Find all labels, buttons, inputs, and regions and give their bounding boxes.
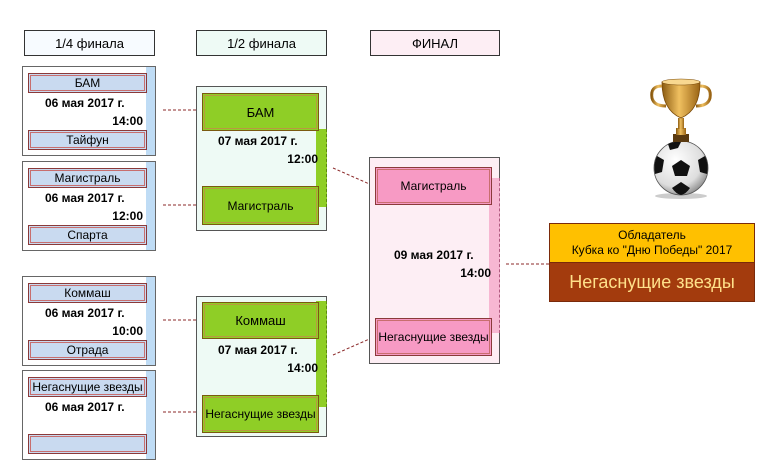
- quarterfinal-3-time: 10:00: [112, 324, 143, 338]
- semifinal-1-time: 12:00: [287, 152, 318, 166]
- quarterfinal-4-date: 06 мая 2017 г.: [45, 400, 125, 414]
- final-date: 09 мая 2017 г.: [394, 248, 474, 262]
- quarterfinal-strip: [146, 371, 155, 459]
- quarterfinal-match-1: БАМ 06 мая 2017 г. 14:00 Тайфун: [22, 66, 156, 156]
- header-final: ФИНАЛ: [370, 30, 500, 56]
- quarterfinal-match-2: Магистраль 06 мая 2017 г. 12:00 Спарта: [22, 161, 156, 251]
- final-strip: [489, 178, 500, 333]
- winner-caption-line2: Кубка ко "Дню Победы" 2017: [571, 243, 733, 257]
- semifinal-2-team-2[interactable]: Негаснущие звезды: [202, 395, 319, 433]
- header-semifinal: 1/2 финала: [196, 30, 327, 56]
- quarterfinal-2-date: 06 мая 2017 г.: [45, 191, 125, 205]
- semifinal-2-time: 14:00: [287, 361, 318, 375]
- quarterfinal-1-time: 14:00: [112, 114, 143, 128]
- final-match: Магистраль 09 мая 2017 г. 14:00 Негаснущ…: [369, 157, 500, 364]
- quarterfinal-2-team-1[interactable]: Магистраль: [28, 168, 147, 188]
- final-time: 14:00: [460, 266, 491, 280]
- winner-caption-line1: Обладатель: [618, 228, 686, 242]
- final-team-2[interactable]: Негаснущие звезды: [375, 318, 492, 356]
- semifinal-1-date: 07 мая 2017 г.: [218, 134, 298, 148]
- semifinal-strip: [316, 129, 327, 207]
- winner-team[interactable]: Негаснущие звезды: [550, 263, 754, 301]
- quarterfinal-3-team-2[interactable]: Отрада: [28, 340, 147, 360]
- trophy-soccer-ball-icon: [650, 78, 712, 199]
- winner-caption: Обладатель Кубка ко "Дню Победы" 2017: [550, 224, 754, 263]
- quarterfinal-strip: [146, 162, 155, 250]
- quarterfinal-3-team-1[interactable]: Коммаш: [28, 283, 147, 303]
- header-quarterfinal: 1/4 финала: [24, 30, 155, 56]
- winner-box: Обладатель Кубка ко "Дню Победы" 2017 Не…: [549, 223, 755, 302]
- semifinal-1-team-1[interactable]: БАМ: [202, 93, 319, 131]
- quarterfinal-match-3: Коммаш 06 мая 2017 г. 10:00 Отрада: [22, 276, 156, 366]
- quarterfinal-4-team-2[interactable]: [28, 434, 147, 454]
- quarterfinal-1-team-1[interactable]: БАМ: [28, 73, 147, 93]
- quarterfinal-3-date: 06 мая 2017 г.: [45, 306, 125, 320]
- quarterfinal-1-team-2[interactable]: Тайфун: [28, 130, 147, 150]
- quarterfinal-2-time: 12:00: [112, 209, 143, 223]
- quarterfinal-strip: [146, 67, 155, 155]
- semifinal-2-date: 07 мая 2017 г.: [218, 343, 298, 357]
- semifinal-match-2: Коммаш 07 мая 2017 г. 14:00 Негаснущие з…: [196, 296, 327, 437]
- semifinal-match-1: БАМ 07 мая 2017 г. 12:00 Магистраль: [196, 86, 327, 231]
- semifinal-strip: [316, 301, 327, 407]
- semifinal-2-team-1[interactable]: Коммаш: [202, 302, 319, 339]
- quarterfinal-strip: [146, 277, 155, 365]
- final-team-1[interactable]: Магистраль: [375, 167, 492, 205]
- quarterfinal-2-team-2[interactable]: Спарта: [28, 225, 147, 245]
- quarterfinal-match-4: Негаснущие звезды 06 мая 2017 г.: [22, 370, 156, 460]
- quarterfinal-1-date: 06 мая 2017 г.: [45, 96, 125, 110]
- semifinal-1-team-2[interactable]: Магистраль: [202, 186, 319, 225]
- quarterfinal-4-team-1[interactable]: Негаснущие звезды: [28, 377, 147, 397]
